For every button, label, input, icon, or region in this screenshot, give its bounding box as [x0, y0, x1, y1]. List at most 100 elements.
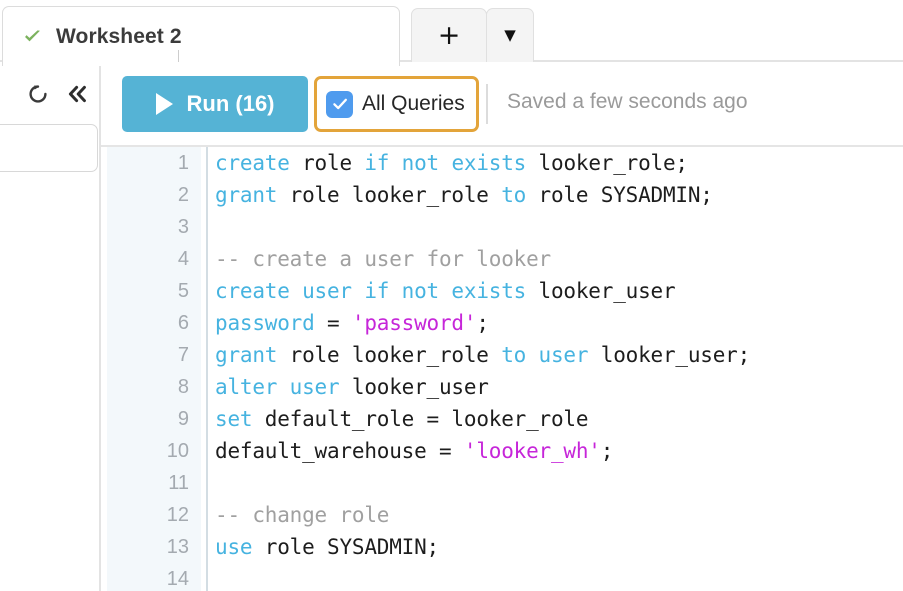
run-button-label: Run (16)	[186, 91, 275, 116]
code-line[interactable]: 9 set default_role = looker_role	[101, 403, 903, 435]
code-line[interactable]: 7 grant role looker_role to user looker_u…	[101, 339, 903, 371]
line-content: alter user looker_user	[215, 371, 489, 403]
line-number: 1	[177, 152, 189, 174]
editor-toolbar: Run (16) All Queries Saved a few seconds…	[101, 62, 903, 147]
code-token: role looker_role	[277, 183, 502, 207]
code-line[interactable]: 3	[101, 211, 903, 243]
tab-text-cursor	[178, 50, 179, 62]
code-token: alter user	[215, 375, 340, 399]
gutter-edge	[206, 147, 208, 591]
line-number: 5	[177, 280, 189, 302]
toolbar-divider	[486, 84, 488, 124]
code-line[interactable]: 4 -- create a user for looker	[101, 243, 903, 275]
code-line[interactable]: 5 create user if not exists looker_user	[101, 275, 903, 307]
checkbox-box	[326, 90, 353, 118]
code-token: -- change role	[215, 503, 390, 527]
tab-worksheet-2[interactable]: Worksheet 2	[2, 6, 400, 66]
code-token: ;	[600, 439, 614, 463]
add-worksheet-button[interactable]: +	[411, 8, 487, 62]
code-token: grant	[215, 183, 278, 207]
code-token: role SYSADMIN;	[252, 535, 439, 559]
line-number: 7	[177, 344, 189, 366]
double-chevron-left-icon[interactable]	[65, 82, 89, 106]
line-content: grant role looker_role to user looker_us…	[215, 339, 750, 371]
left-rail-icon-group	[26, 82, 89, 106]
code-line[interactable]: 11	[101, 467, 903, 499]
line-number: 2	[177, 184, 189, 206]
code-token: role SYSADMIN;	[526, 183, 713, 207]
code-token: 'looker_wh'	[463, 439, 601, 463]
code-token: 'password'	[351, 311, 477, 335]
refresh-icon[interactable]	[26, 82, 50, 106]
check-icon	[25, 30, 40, 42]
code-line[interactable]: 6 password = 'password';	[101, 307, 903, 339]
code-token: if not exists	[364, 279, 527, 303]
code-token: =	[314, 311, 352, 335]
line-content: default_warehouse = 'looker_wh';	[215, 435, 613, 467]
code-token: -- create a user for looker	[215, 247, 551, 271]
worksheet-menu-button[interactable]: ▼	[486, 8, 534, 62]
line-content: create user if not exists looker_user	[215, 275, 676, 307]
tab-strip: Worksheet 2 + ▼	[0, 0, 903, 66]
checkmark-icon	[332, 98, 347, 110]
line-content: set default_role = looker_role	[215, 403, 589, 435]
code-line[interactable]: 14	[101, 563, 903, 591]
saved-status: Saved a few seconds ago	[507, 90, 748, 113]
line-content: use role SYSADMIN;	[215, 531, 439, 563]
code-token: create	[215, 151, 290, 175]
line-number-gutter	[107, 147, 201, 591]
line-number: 12	[166, 504, 189, 526]
search-input[interactable]	[0, 124, 98, 172]
line-number: 3	[177, 216, 189, 238]
line-content: grant role looker_role to role SYSADMIN;	[215, 179, 713, 211]
code-token: role	[289, 151, 365, 175]
chevron-down-icon: ▼	[504, 26, 516, 44]
code-line[interactable]: 2 grant role looker_role to role SYSADMIN…	[101, 179, 903, 211]
line-number: 6	[177, 312, 189, 334]
line-number: 11	[168, 472, 189, 494]
code-token: default_role = looker_role	[252, 407, 589, 431]
all-queries-checkbox[interactable]: All Queries	[314, 76, 479, 132]
line-number: 9	[177, 408, 189, 430]
code-token: ;	[476, 311, 489, 335]
code-token: looker_user	[339, 375, 489, 399]
code-token: if not exists	[364, 151, 527, 175]
code-token: looker_user	[526, 279, 676, 303]
code-line[interactable]: 12 -- change role	[101, 499, 903, 531]
left-rail-divider	[99, 62, 101, 591]
code-token: grant	[215, 343, 278, 367]
toolbar-underline	[101, 145, 903, 147]
code-token: to user	[501, 343, 589, 367]
tab-title: Worksheet 2	[56, 24, 182, 48]
code-line[interactable]: 13 use role SYSADMIN;	[101, 531, 903, 563]
code-token: to	[501, 183, 527, 207]
code-token: default_warehouse =	[215, 439, 464, 463]
line-content: create role if not exists looker_role;	[215, 147, 688, 179]
code-line[interactable]: 1 create role if not exists looker_role;	[101, 147, 903, 179]
left-rail	[0, 62, 100, 591]
line-content: -- change role	[215, 499, 389, 531]
line-number: 4	[177, 248, 189, 270]
run-button[interactable]: Run (16)	[122, 76, 308, 132]
line-number: 13	[166, 536, 189, 558]
code-token: use	[215, 535, 253, 559]
plus-icon: +	[437, 20, 461, 51]
line-number: 8	[177, 376, 189, 398]
line-number: 10	[166, 440, 189, 462]
code-token	[352, 279, 364, 303]
line-content: -- create a user for looker	[215, 243, 551, 275]
code-token: create user	[215, 279, 352, 303]
play-icon	[155, 93, 173, 115]
line-content: password = 'password';	[215, 307, 489, 339]
all-queries-label: All Queries	[362, 92, 465, 115]
code-token: role looker_role	[277, 343, 502, 367]
code-token: looker_user;	[588, 343, 751, 367]
line-number: 14	[166, 568, 189, 590]
code-line[interactable]: 10 default_warehouse = 'looker_wh';	[101, 435, 903, 467]
code-line[interactable]: 8 alter user looker_user	[101, 371, 903, 403]
code-token: set	[215, 407, 253, 431]
code-token: password	[215, 311, 315, 335]
